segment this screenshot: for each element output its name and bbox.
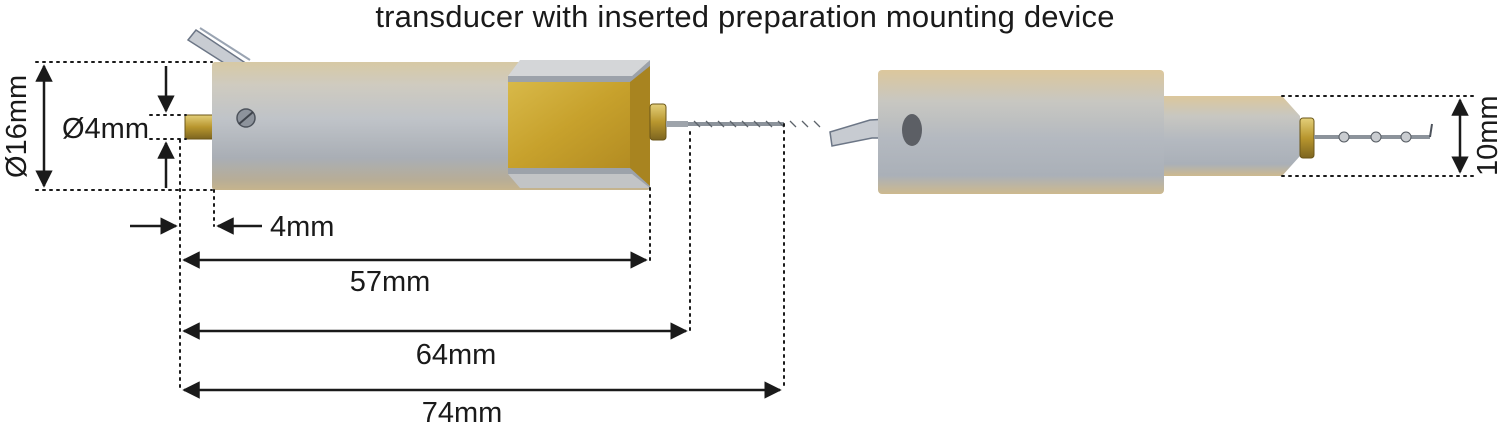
label-diameter-16mm: Ø16mm [1,75,33,178]
label-diameter-10mm: 10mm [1472,95,1500,176]
tip-holder-right [1299,117,1315,159]
screw-icon [236,108,256,128]
label-pin-4mm: 4mm [270,211,334,243]
transducer-right [829,70,1433,194]
label-74mm: 74mm [422,397,503,426]
diagram-title: transducer with inserted preparation mou… [375,0,1115,34]
label-64mm: 64mm [416,339,497,371]
label-diameter-4mm: Ø4mm [62,113,149,145]
brass-insert [508,82,630,168]
transducer-left [184,27,821,190]
body-right-small [1164,96,1300,176]
tip-holder-left [649,103,667,141]
label-57mm: 57mm [350,266,431,298]
pin-left [184,114,216,140]
body-right-large [878,70,1164,194]
dimension-lines [35,61,1477,399]
